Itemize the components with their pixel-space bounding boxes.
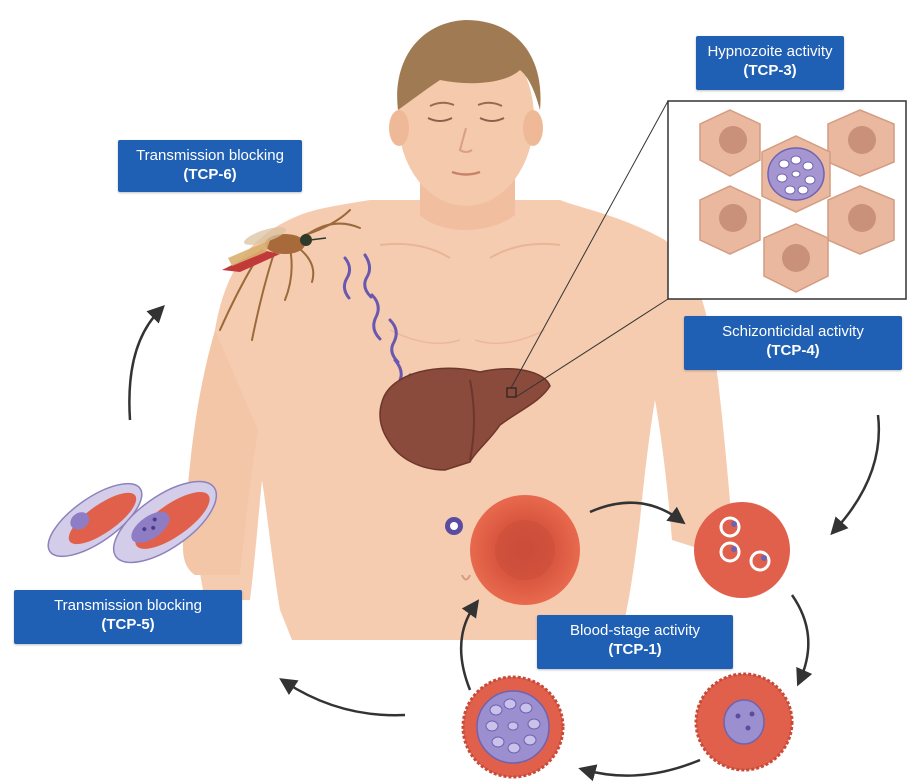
label-schizonticidal-title: Schizonticidal activity xyxy=(694,322,892,341)
ear-left xyxy=(389,110,409,146)
label-hypnozoite-title: Hypnozoite activity xyxy=(706,42,834,61)
arrow-trophozoite-to-schizont xyxy=(585,760,700,776)
arrow-to-mosquito xyxy=(129,310,160,420)
hepatocyte-cluster-icon xyxy=(668,101,906,299)
arrow-to-gametocytes xyxy=(285,682,405,715)
label-hypnozoite: Hypnozoite activity (TCP-3) xyxy=(696,36,844,90)
label-transmission-mosquito: Transmission blocking (TCP-6) xyxy=(118,140,302,192)
label-transmission-mosquito-title: Transmission blocking xyxy=(128,146,292,165)
label-blood-stage-title: Blood-stage activity xyxy=(547,621,723,640)
label-schizonticidal: Schizonticidal activity (TCP-4) xyxy=(684,316,902,370)
label-transmission-gametocyte-title: Transmission blocking xyxy=(24,596,232,615)
rbc-ring-stage xyxy=(694,502,790,598)
label-hypnozoite-code: (TCP-3) xyxy=(706,61,834,80)
ear-right xyxy=(523,110,543,146)
label-blood-stage: Blood-stage activity (TCP-1) xyxy=(537,615,733,669)
label-transmission-mosquito-code: (TCP-6) xyxy=(128,165,292,184)
human-body xyxy=(183,20,735,640)
arrow-ring-to-trophozoite xyxy=(792,595,808,680)
label-transmission-gametocyte-code: (TCP-5) xyxy=(24,615,232,634)
label-blood-stage-code: (TCP-1) xyxy=(547,640,723,659)
arrow-liver-to-blood xyxy=(835,415,879,530)
label-transmission-gametocyte: Transmission blocking (TCP-5) xyxy=(14,590,242,644)
label-schizonticidal-code: (TCP-4) xyxy=(694,341,892,360)
